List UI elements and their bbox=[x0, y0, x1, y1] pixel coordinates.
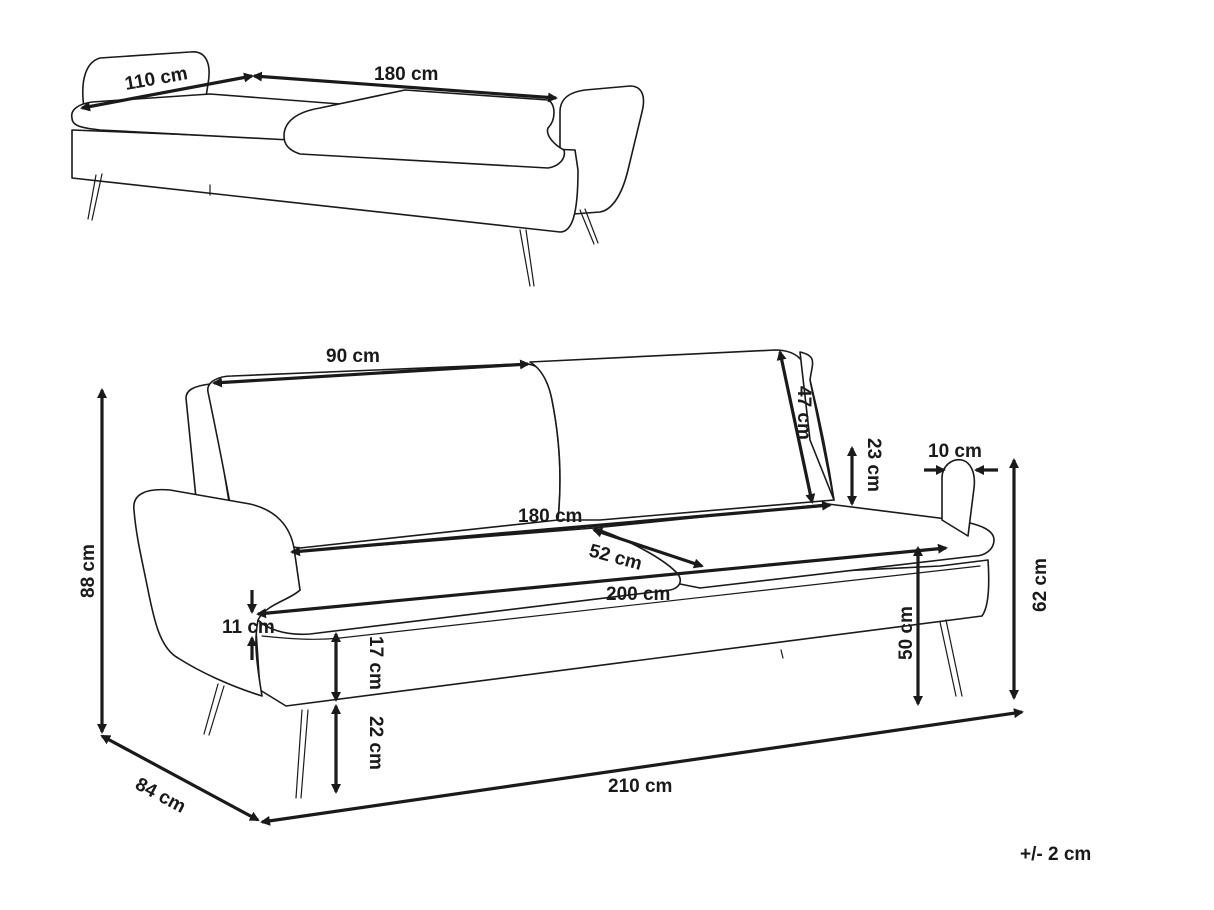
sofa-leg bbox=[295, 709, 309, 799]
bed-leg bbox=[579, 208, 599, 245]
sofa-leg bbox=[203, 683, 225, 736]
bed-mattress-right bbox=[283, 89, 566, 169]
dim-line-total-width bbox=[260, 708, 1024, 826]
label-leg-height: 22 cm bbox=[365, 716, 386, 770]
label-armrest-width: 10 cm bbox=[928, 441, 982, 462]
sofa-leg bbox=[780, 649, 784, 659]
dim-line-bed-length bbox=[256, 543, 948, 619]
backrest-cushion-right bbox=[529, 349, 835, 521]
label-frame-height: 17 cm bbox=[365, 636, 386, 690]
armrest-left bbox=[133, 488, 301, 697]
label-cushion-thickness: 11 cm bbox=[222, 617, 275, 638]
label-armrest-total-height: 62 cm bbox=[1030, 558, 1051, 612]
label-backrest-width: 90 cm bbox=[326, 346, 380, 367]
sofa-leg bbox=[939, 619, 963, 697]
label-total-depth: 84 cm bbox=[132, 774, 189, 818]
dim-line-backrest-height bbox=[776, 350, 816, 504]
dim-line-length-open bbox=[252, 71, 558, 103]
label-seat-height: 50 cm bbox=[896, 606, 917, 660]
label-total-height: 88 cm bbox=[78, 544, 99, 598]
label-bed-length: 200 cm bbox=[606, 584, 670, 605]
label-length-open: 180 cm bbox=[374, 64, 438, 85]
label-armrest-height: 23 cm bbox=[863, 438, 884, 492]
tolerance-note: +/- 2 cm bbox=[1020, 844, 1091, 865]
dim-line-backrest-width bbox=[212, 359, 530, 388]
sofa-bed-view bbox=[70, 51, 645, 287]
dim-line-total-depth bbox=[100, 734, 260, 822]
bed-leg bbox=[87, 173, 103, 221]
label-backrest-height: 47 cm bbox=[793, 386, 814, 440]
dim-line-depth-open bbox=[80, 72, 254, 112]
label-total-width: 210 cm bbox=[608, 776, 672, 797]
bed-leg bbox=[519, 229, 535, 287]
bed-right-armrest bbox=[559, 85, 645, 216]
label-seat-width: 180 cm bbox=[518, 506, 582, 527]
sofa-main-view bbox=[133, 349, 995, 799]
